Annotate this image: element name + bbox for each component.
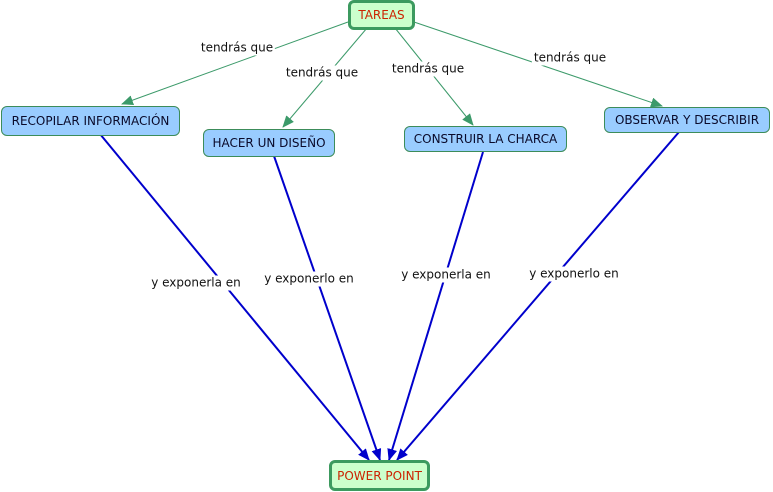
task-node-hacer-diseno[interactable]: HACER UN DISEÑO [203,129,335,157]
task-node-observar-describir[interactable]: OBSERVAR Y DESCRIBIR [604,107,770,133]
task-node-label: CONSTRUIR LA CHARCA [413,132,558,146]
task-node-construir-charca[interactable]: CONSTRUIR LA CHARCA [404,126,567,152]
link-label-task-3-output: y exponerla en [399,267,493,283]
link-label-task-4-output: y exponerlo en [527,266,621,282]
task-node-recopilar[interactable]: RECOPILAR INFORMACIÓN [1,106,180,136]
root-node-label: TAREAS [358,8,405,22]
task-node-label: OBSERVAR Y DESCRIBIR [614,113,760,127]
link-label-root-task-1: tendrás que [198,40,276,56]
link-root-to-task-1 [121,21,349,105]
output-node-power-point[interactable]: POWER POINT [329,460,430,491]
link-label-root-task-4: tendrás que [531,50,609,66]
link-label-root-task-2: tendrás que [283,65,361,81]
link-task-4-to-output [396,131,680,461]
task-node-label: RECOPILAR INFORMACIÓN [11,114,170,128]
output-node-label: POWER POINT [337,468,422,483]
link-root-to-task-3 [394,27,474,126]
link-task-1-to-output [99,133,370,461]
link-task-2-to-output [273,155,382,461]
root-node-tareas[interactable]: TAREAS [348,0,415,30]
link-label-task-1-output: y exponerla en [149,275,243,291]
link-label-task-2-output: y exponerlo en [262,271,356,287]
task-node-label: HACER UN DISEÑO [212,136,326,150]
link-task-3-to-output [387,151,484,461]
link-label-root-task-3: tendrás que [389,61,467,77]
